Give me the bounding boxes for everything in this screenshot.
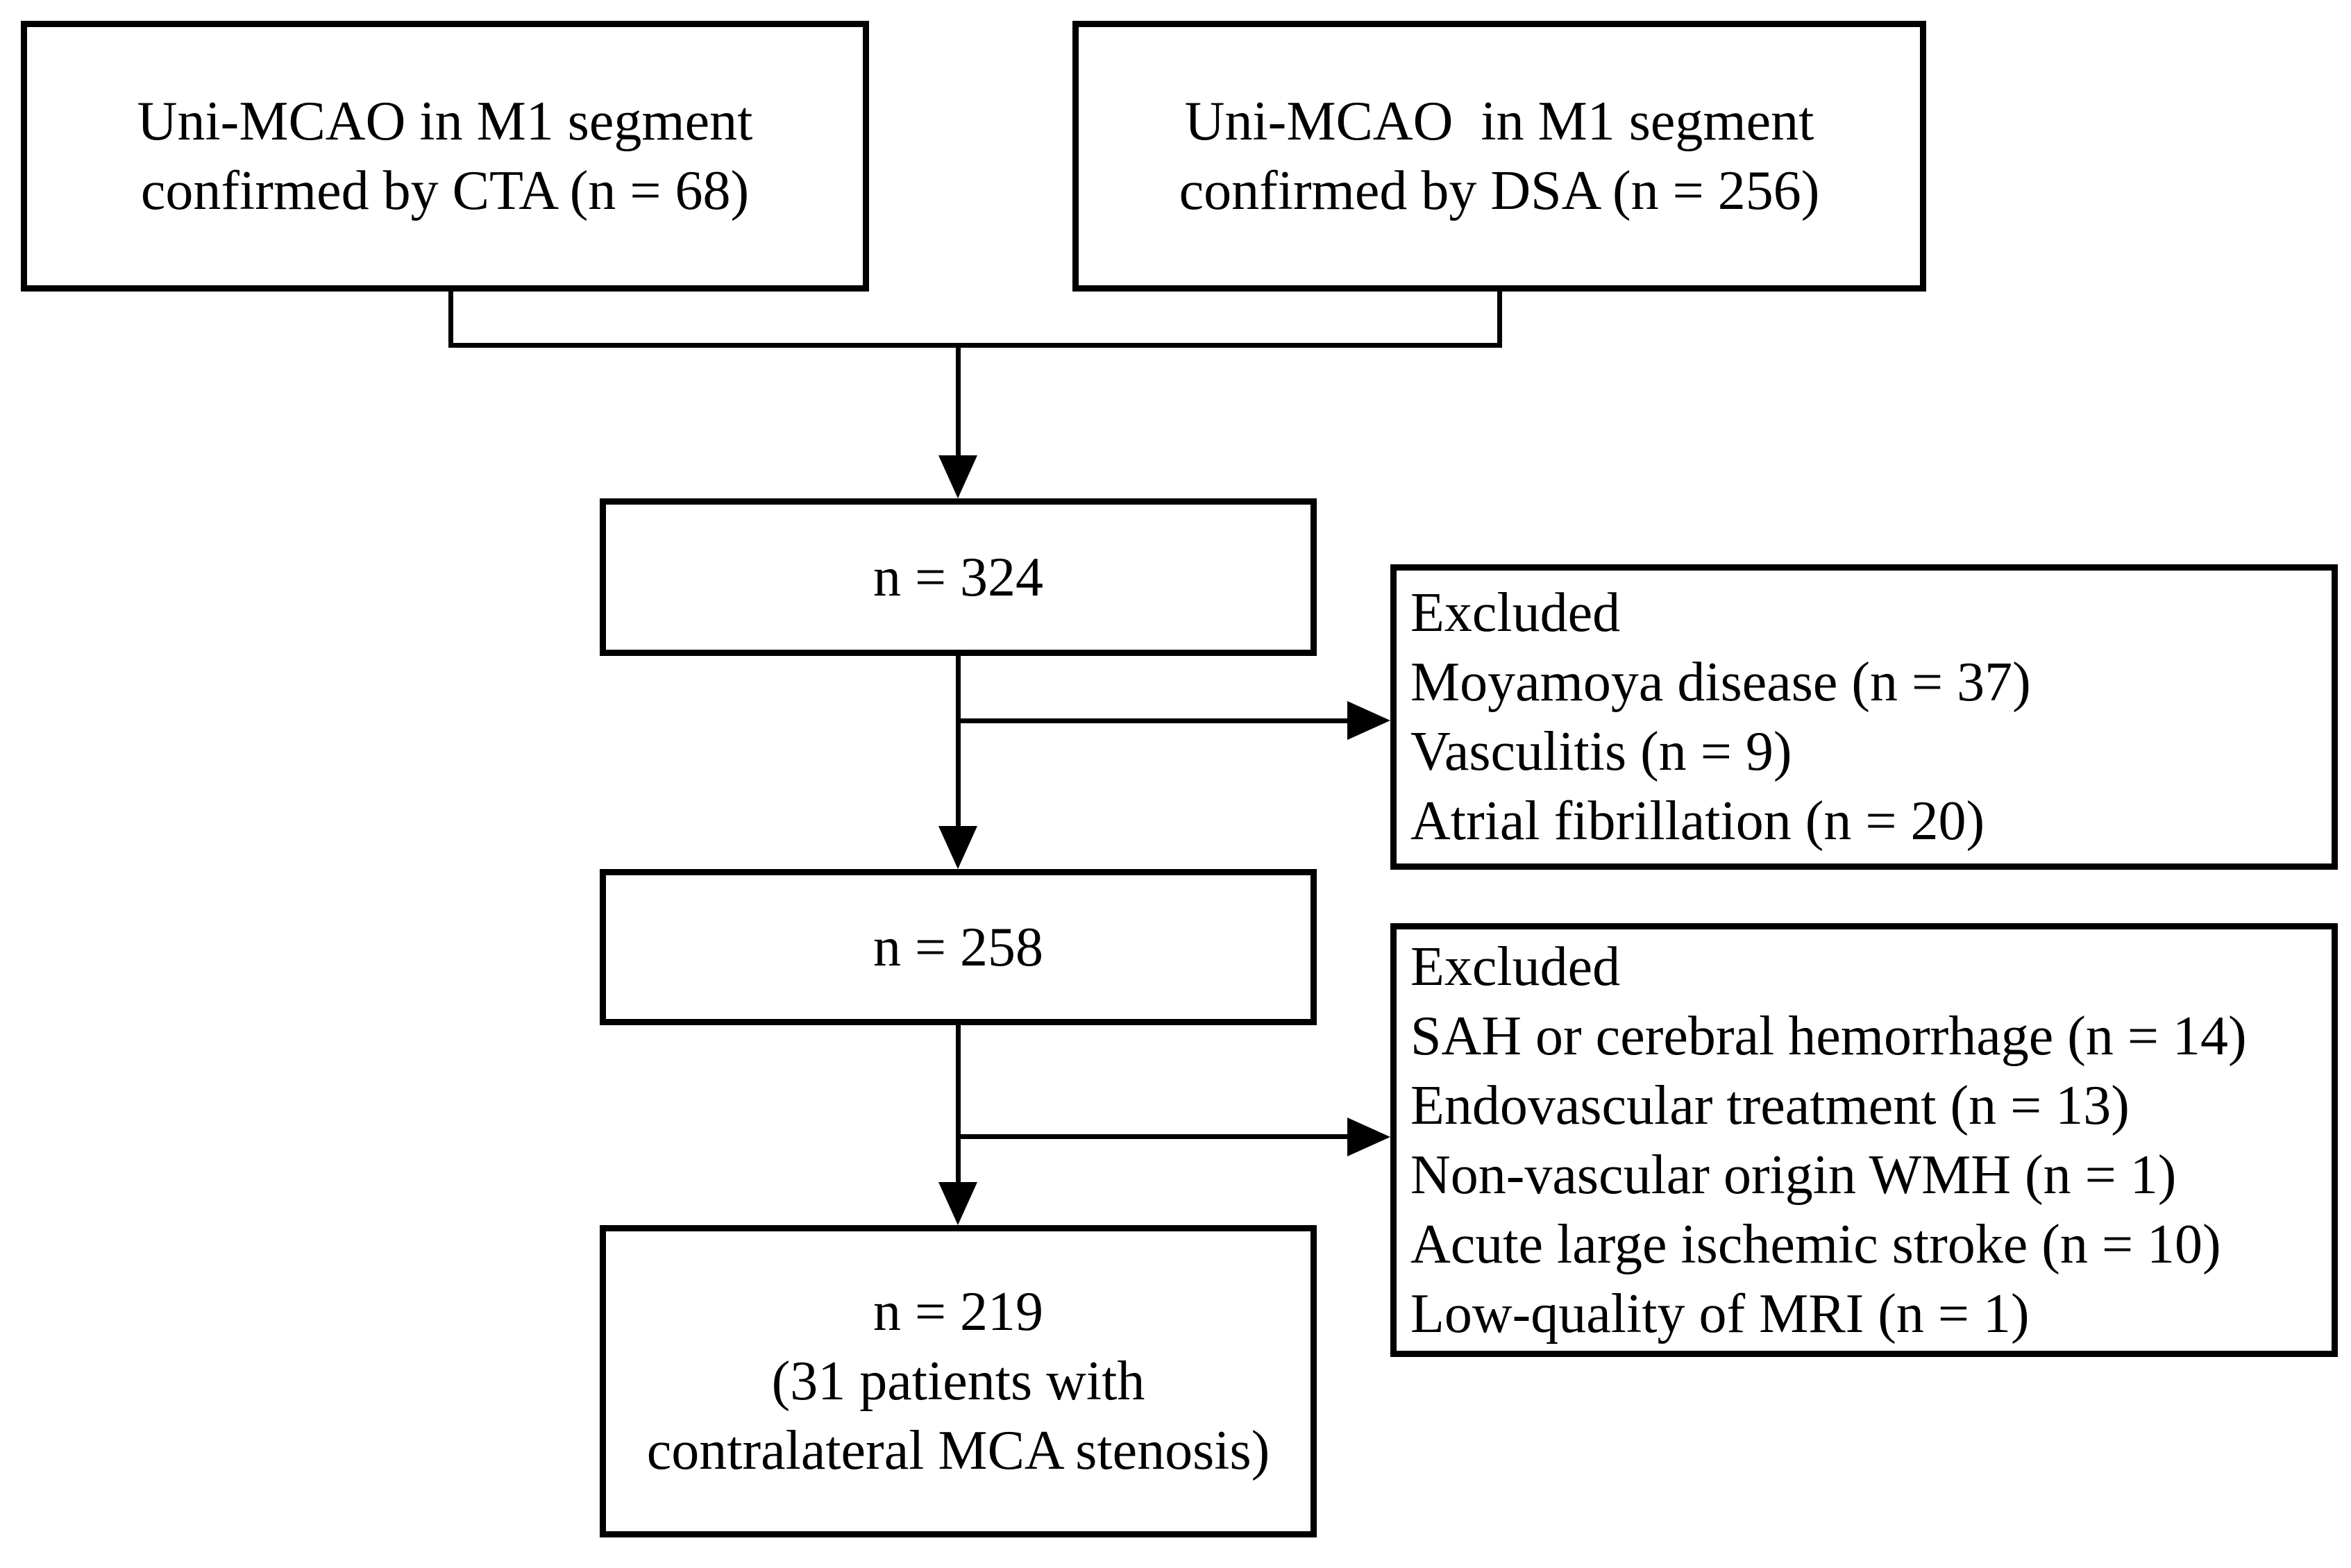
box-uni-mcao-dsa: Uni-MCAO in M1 segment confirmed by DSA … <box>1072 21 1926 292</box>
arrowhead-right-to-excluded-2 <box>1347 1118 1390 1156</box>
box-final-n219: n = 219 (31 patients with contralateral … <box>600 1225 1317 1537</box>
box-line: contralateral MCA stenosis) <box>646 1420 1270 1481</box>
box-line: confirmed by DSA (n = 256) <box>1179 160 1820 221</box>
box-line: Uni-MCAO in M1 segment <box>137 91 753 152</box>
box-after-first-exclusion-n258: n = 258 <box>600 869 1317 1025</box>
box-line: (31 patients with <box>771 1351 1145 1412</box>
box-line: n = 258 <box>873 916 1044 978</box>
box-uni-mcao-cta: Uni-MCAO in M1 segment confirmed by CTA … <box>21 21 869 292</box>
box-line: n = 219 <box>873 1281 1044 1342</box>
box-line: Endovascular treatment (n = 13) <box>1410 1074 2130 1136</box>
arrowhead-down-to-n258 <box>938 826 977 869</box>
box-line: confirmed by CTA (n = 68) <box>140 160 750 221</box>
box-line: n = 324 <box>873 546 1044 608</box>
connector-stub-dsa <box>1497 292 1502 348</box>
box-line: Excluded <box>1410 936 1621 997</box>
box-pooled-n324: n = 324 <box>600 498 1317 656</box>
arrowhead-right-to-excluded-1 <box>1347 701 1390 740</box>
connector-n258-to-final <box>956 1025 961 1183</box>
box-line: Non-vascular origin WMH (n = 1) <box>1410 1144 2177 1206</box>
connector-merge-vertical <box>956 343 961 460</box>
box-line: Low-quality of MRI (n = 1) <box>1410 1283 2030 1344</box>
box-excluded-1: Excluded Moyamoya disease (n = 37) Vascu… <box>1390 564 2338 870</box>
connector-branch-excluded-1 <box>956 718 1349 723</box>
box-line: Moyamoya disease (n = 37) <box>1410 652 2031 713</box>
box-line: Uni-MCAO in M1 segment <box>1184 91 1814 152</box>
connector-pooled-to-n258 <box>956 656 961 829</box>
box-line: SAH or cerebral hemorrhage (n = 14) <box>1410 1005 2247 1067</box>
connector-merge-horizontal <box>448 343 1502 348</box>
box-line: Vasculitis (n = 9) <box>1410 721 1792 782</box>
box-line: Acute large ischemic stroke (n = 10) <box>1410 1213 2221 1275</box>
box-line: Atrial fibrillation (n = 20) <box>1410 791 1985 852</box>
arrowhead-down-to-final <box>938 1182 977 1225</box>
arrowhead-down-to-pooled <box>938 455 977 498</box>
connector-stub-cta <box>448 292 453 348</box>
connector-branch-excluded-2 <box>956 1134 1349 1139</box>
box-line: Excluded <box>1410 582 1621 643</box>
box-excluded-2: Excluded SAH or cerebral hemorrhage (n =… <box>1390 923 2338 1357</box>
